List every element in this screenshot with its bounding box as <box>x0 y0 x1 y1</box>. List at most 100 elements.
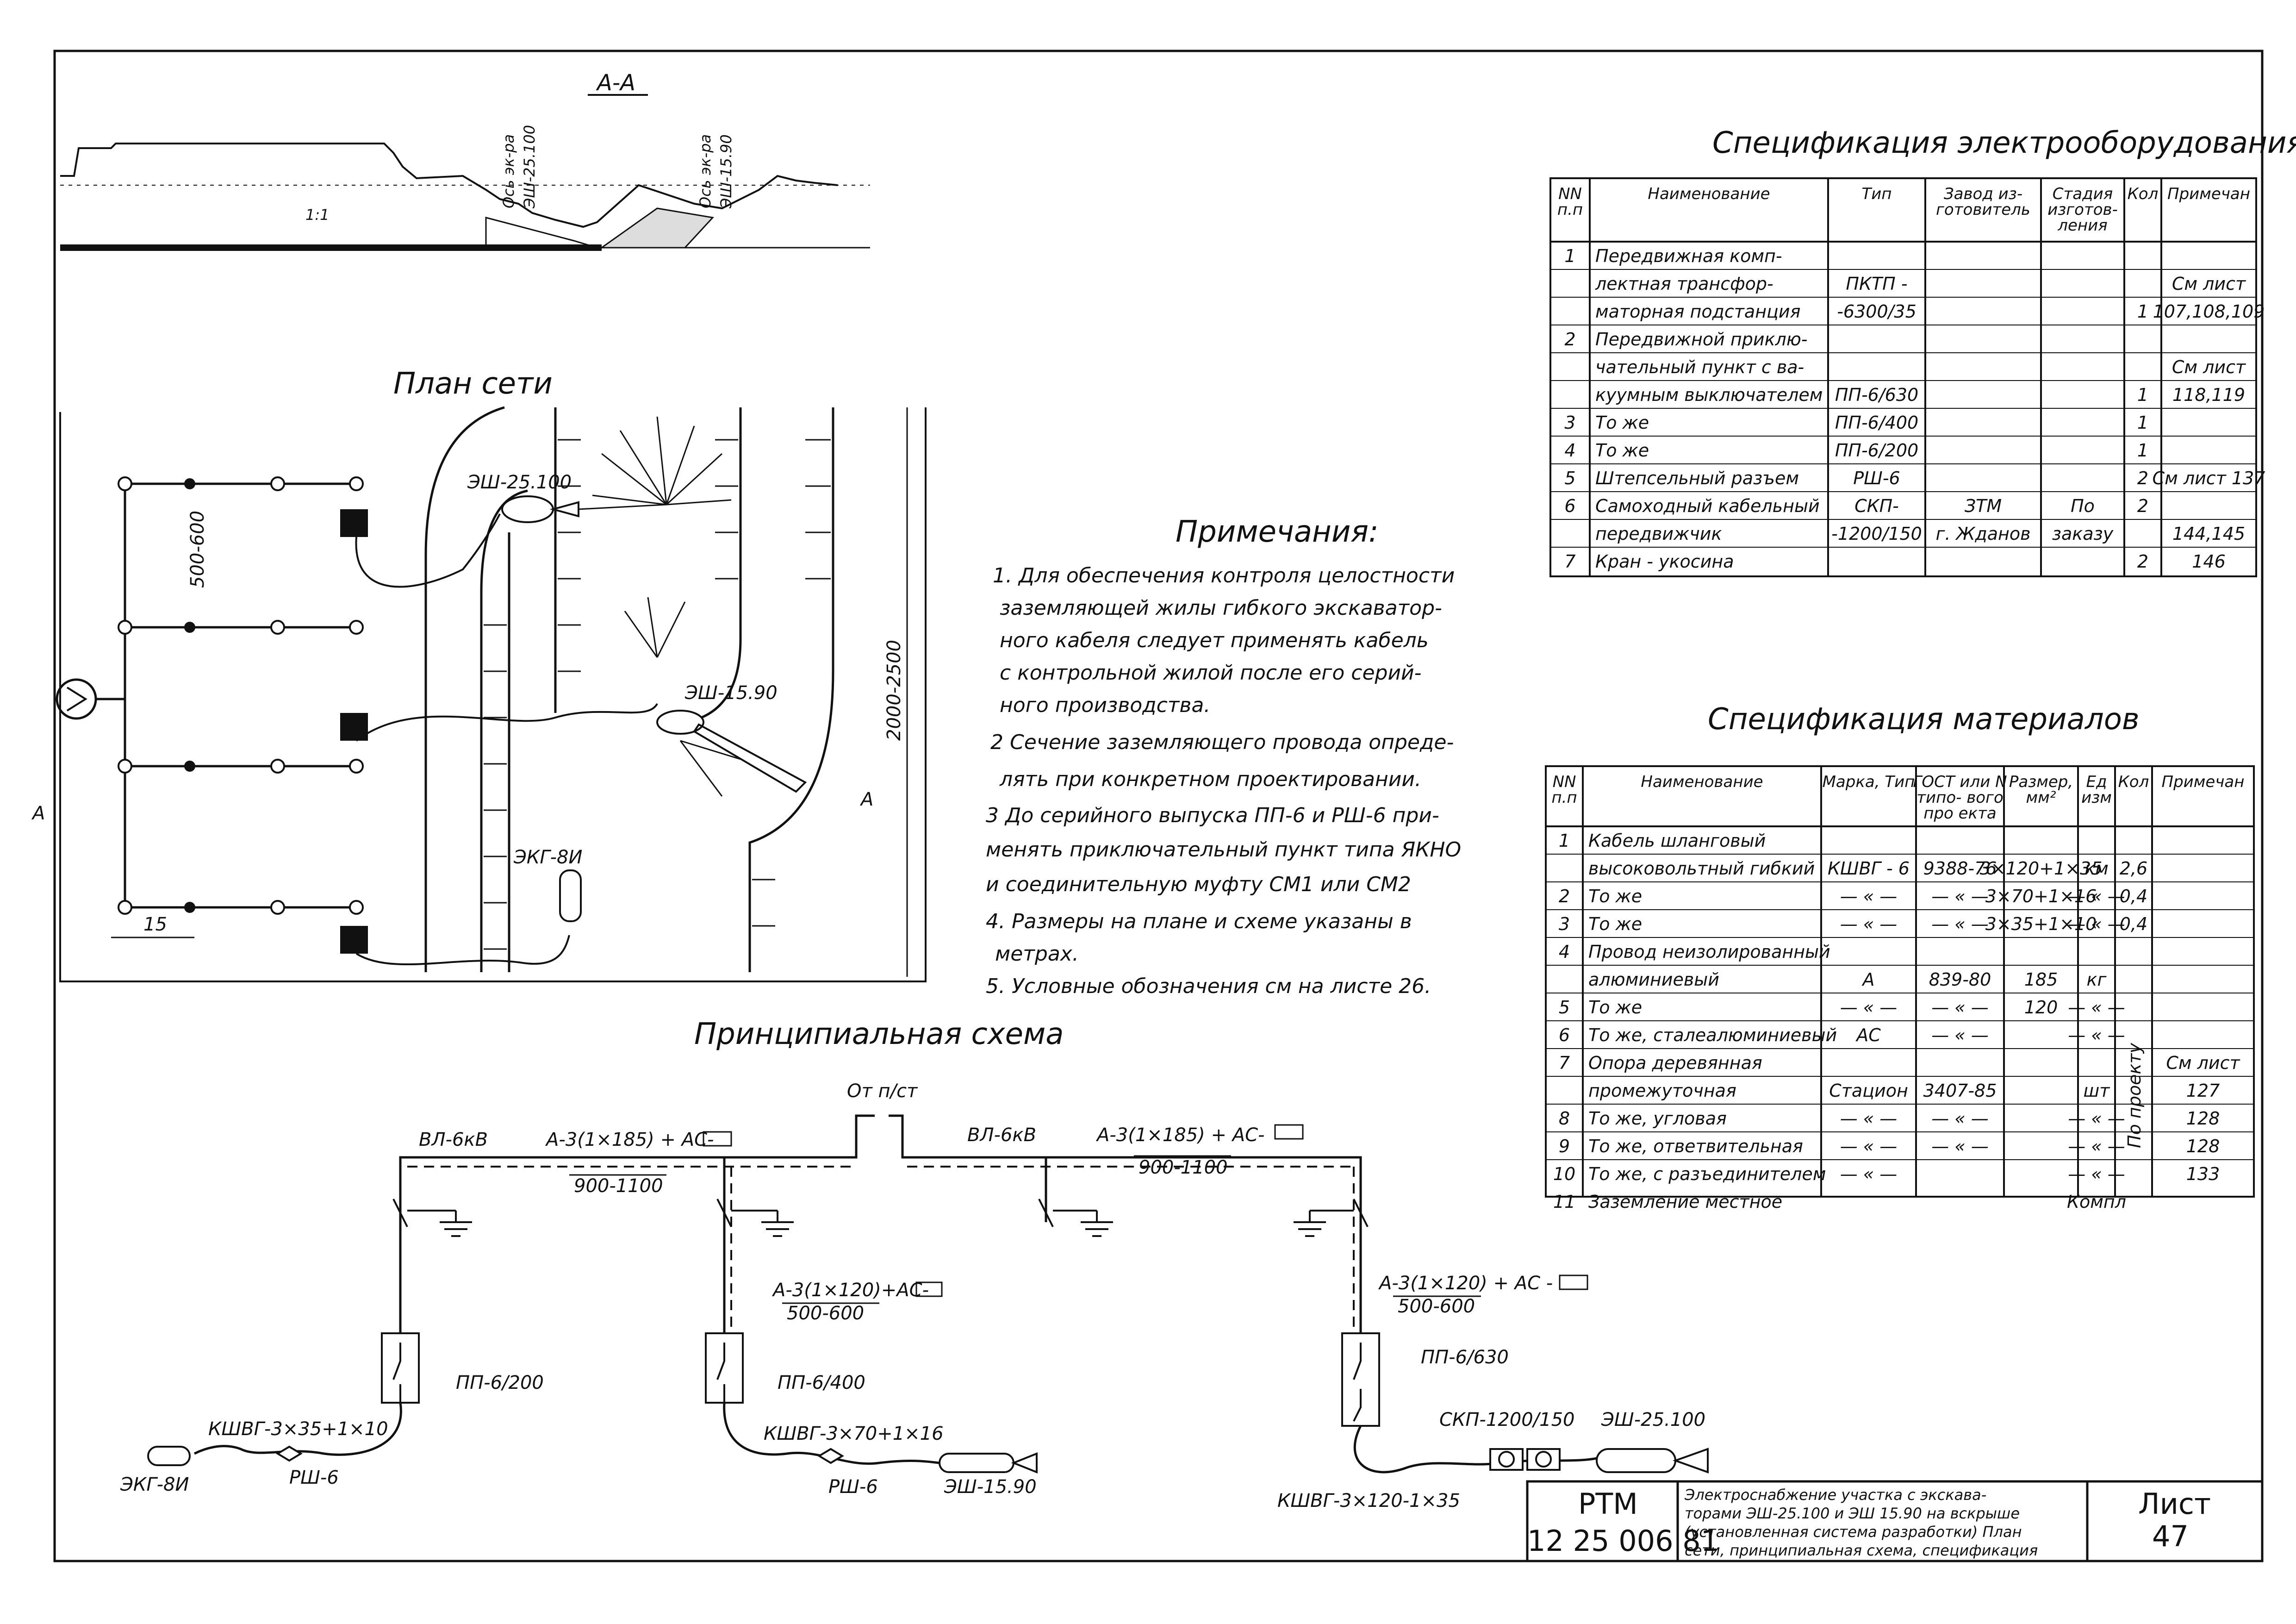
spec-materials-title: Спецификация материалов <box>1708 702 2140 737</box>
spec-materials-cell: — « — <box>1840 1108 1898 1129</box>
spec-equipment-cell: См лист <box>2172 357 2246 377</box>
network-plan: План сети 500-600 15 А А <box>31 367 927 982</box>
notes: Примечания: 1. Для обеспечения контроля … <box>986 515 1461 998</box>
pit-hatching <box>484 439 831 950</box>
spec-materials-header-cell: Кол <box>2118 773 2149 791</box>
spec-materials-cell: То же, ответвительная <box>1588 1136 1803 1156</box>
plan-section-mark-right: А <box>859 789 873 810</box>
sheet-number: 47 <box>2152 1519 2189 1553</box>
branch-mid-len: 500-600 <box>787 1303 864 1324</box>
spec-equipment-cell: 2 <box>1564 329 1575 350</box>
pp200-label: ПП-6/200 <box>456 1372 544 1393</box>
note-line-13: 5. Условные обозначения см на листе 26. <box>986 974 1431 998</box>
spec-equipment-cell: 4 <box>1564 440 1575 461</box>
plan-title: План сети <box>393 367 553 401</box>
spec-materials-cell: 3×70+1×16 <box>1985 886 2097 906</box>
spec-materials-header-cell: мм² <box>2026 788 2056 807</box>
spec-materials-cell: 6 <box>1559 1025 1570 1045</box>
spec-materials-cell: 9 <box>1559 1136 1570 1156</box>
note-line-4: с контрольной жилой после его серий- <box>1000 661 1422 685</box>
note-line-10: и соединительную муфту СМ1 или СМ2 <box>986 873 1411 896</box>
spec-equipment-cell: То же <box>1595 412 1649 433</box>
tb-desc-1: Электроснабжение участка с экскава- <box>1684 1486 1986 1504</box>
spec-materials-cell: 2,6 <box>2120 858 2147 879</box>
plan-esh1590-label: ЭШ-15.90 <box>684 682 778 704</box>
spec-equipment-header-cell: п.п <box>1557 200 1583 219</box>
spec-equipment-cell: 1 <box>2137 301 2148 322</box>
section-aa-title: А-А <box>596 70 635 96</box>
spec-materials-cell: См лист <box>2166 1053 2240 1073</box>
spec-materials-header-cell: изм <box>2081 788 2112 807</box>
spec-equipment-header-cell: Стадия <box>2053 185 2113 203</box>
spec-equipment-cell: лектная трансфор- <box>1595 274 1773 294</box>
spec-equipment-header-cell: ления <box>2057 216 2107 235</box>
spec-equipment-cell: 1 <box>2137 440 2148 461</box>
plan-trailing-cables <box>355 513 658 966</box>
note-line-9: менять приключательный пункт типа ЯКНО <box>986 838 1461 862</box>
note-line-1: 1. Для обеспечения контроля целостности <box>993 564 1455 587</box>
spec-materials-cell: 133 <box>2186 1164 2220 1184</box>
plan-dim-width: 2000-2500 <box>884 640 905 741</box>
spec-equipment-cell: См лист 137 <box>2153 468 2265 488</box>
spec-equipment-header-cell: Примечан <box>2167 185 2250 203</box>
spec-equipment-header-cell: NN <box>1558 185 1582 203</box>
spec-materials-header-cell: Примечан <box>2162 773 2245 791</box>
spec-equipment-cell: РШ-6 <box>1853 468 1900 488</box>
note-line-6: 2 Сечение заземляющего провода опреде- <box>990 731 1454 754</box>
title-block: РТМ 12 25 006 81 Электроснабжение участк… <box>1526 1480 2264 1562</box>
spec-equipment-cell: По <box>2071 496 2095 516</box>
spec-materials-cell: 120 <box>2024 997 2058 1018</box>
spec-materials-cell: 11 <box>1553 1192 1575 1212</box>
plan-esh25100: ЭШ-25.100 <box>467 416 732 523</box>
cable2-label: КШВГ-3×70+1×16 <box>764 1423 944 1444</box>
section-aa-profile <box>60 143 838 228</box>
spec-equipment-cell: ПП-6/630 <box>1835 385 1918 405</box>
spec-materials-cell: кг <box>2087 969 2107 990</box>
spec-equipment-cell: 1 <box>1564 246 1575 266</box>
spec-materials-cell: — « — <box>1931 914 1989 934</box>
section-aa-label-left-1: Ось эк-ра <box>500 134 517 208</box>
spec-equipment-header-cell: готовитель <box>1936 200 2030 219</box>
spec-materials-header-cell: п.п <box>1551 788 1577 807</box>
spec-materials-cell: 185 <box>2024 969 2058 990</box>
spec-materials-header-cell: Марка, Тип <box>1823 773 1915 791</box>
section-aa-label-right-1: Ось эк-ра <box>697 134 714 208</box>
spec-materials-cell: 3×120+1×35 <box>1980 858 2103 879</box>
spec-equipment-cell: Передвижной приклю- <box>1595 329 1808 350</box>
spec-materials-cell: То же, с разъединителем <box>1588 1164 1826 1184</box>
spec-materials-cell: 3 <box>1559 914 1570 934</box>
spec-materials-cell: То же <box>1588 997 1642 1018</box>
spec-materials-cell: Провод неизолированный <box>1588 942 1830 962</box>
spec-materials-cell: А <box>1861 969 1875 990</box>
spec-materials-cell: 9388-76 <box>1923 858 1997 879</box>
spec-equipment-cell: -1200/150 <box>1831 524 1922 544</box>
spec-equipment-cell: куумным выключателем <box>1595 385 1823 405</box>
spec-materials-cell: — « — <box>2068 886 2125 906</box>
spec-materials-header-cell: NN <box>1553 773 1576 791</box>
spec-materials-cell: То же, сталеалюминиевый <box>1588 1025 1837 1045</box>
section-aa-label-right-2: ЭШ-15.90 <box>717 134 735 209</box>
spec-equipment-cell: г. Жданов <box>1935 524 2030 544</box>
section-aa-label-left-2: ЭШ-25.100 <box>521 125 538 209</box>
schematic-overhead-lines <box>399 1114 1362 1222</box>
note-line-12: метрах. <box>995 942 1079 966</box>
spec-materials-cell: Опора деревянная <box>1588 1053 1762 1073</box>
plan-poles <box>184 478 195 913</box>
branch-mid-label: А-3(1×120)+АС- <box>772 1280 929 1301</box>
tb-desc-3: (установленная система разработки) План <box>1685 1523 2022 1541</box>
spec-materials-cell: — « — <box>2068 1025 2125 1045</box>
spec-equipment-cell: 7 <box>1564 551 1575 572</box>
code-top: РТМ <box>1578 1487 1638 1521</box>
spec-equipment-cell: 144,145 <box>2172 524 2245 544</box>
plan-ekg: ЭКГ-8И <box>513 847 582 922</box>
vl-right-label: ВЛ-6кВ <box>967 1124 1036 1146</box>
spec-materials-cell: 4 <box>1559 942 1570 962</box>
schematic-title: Принципиальная схема <box>694 1017 1064 1051</box>
code-bottom: 12 25 006 81 <box>1527 1524 1719 1558</box>
wire-left-label: А-3(1×185) + АС- <box>545 1129 714 1150</box>
spec-materials-cell: 3407-85 <box>1923 1081 1997 1101</box>
